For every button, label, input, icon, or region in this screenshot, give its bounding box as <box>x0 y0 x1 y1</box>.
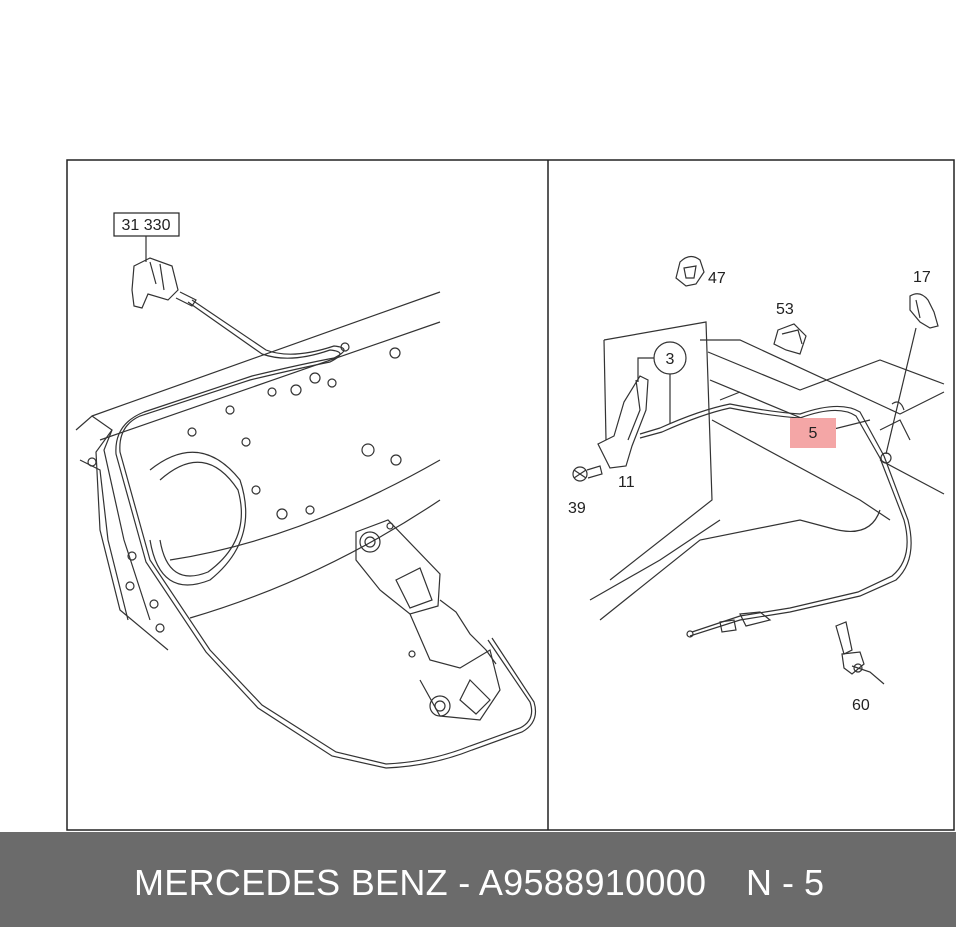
callout-3: 3 <box>666 351 675 368</box>
callout-53: 53 <box>776 301 794 318</box>
right-panel-drawing <box>572 255 945 685</box>
clip-47 <box>675 255 705 287</box>
release-handle <box>131 257 179 309</box>
callout-5: 5 <box>809 425 818 442</box>
callout-11: 11 <box>618 474 635 491</box>
hood-latch <box>355 519 501 721</box>
ref-box-label: 31 330 <box>122 217 171 234</box>
cable-left <box>119 301 533 765</box>
callout-47: 47 <box>708 270 726 287</box>
release-handle-11 <box>597 375 649 469</box>
cable-5 <box>639 403 912 637</box>
parts-diagram: 31 330 47 17 53 3 5 11 39 60 <box>66 159 955 831</box>
part-60 <box>835 621 885 685</box>
callout-39: 39 <box>568 500 586 517</box>
footer-part-number: MERCEDES BENZ - A9588910000 <box>134 862 707 903</box>
panel-holes <box>87 342 402 633</box>
bolt-39 <box>572 465 603 482</box>
grommet-17 <box>909 293 939 329</box>
callout-60: 60 <box>852 697 870 714</box>
footer-reference: N - 5 <box>746 862 825 903</box>
callout-17: 17 <box>913 269 931 286</box>
footer-bar: MERCEDES BENZ - A9588910000 N - 5 <box>0 832 956 927</box>
left-panel-drawing <box>75 212 537 769</box>
diagram-frame <box>66 159 955 831</box>
highlight-part-5 <box>790 418 836 448</box>
clip-53 <box>773 323 807 355</box>
